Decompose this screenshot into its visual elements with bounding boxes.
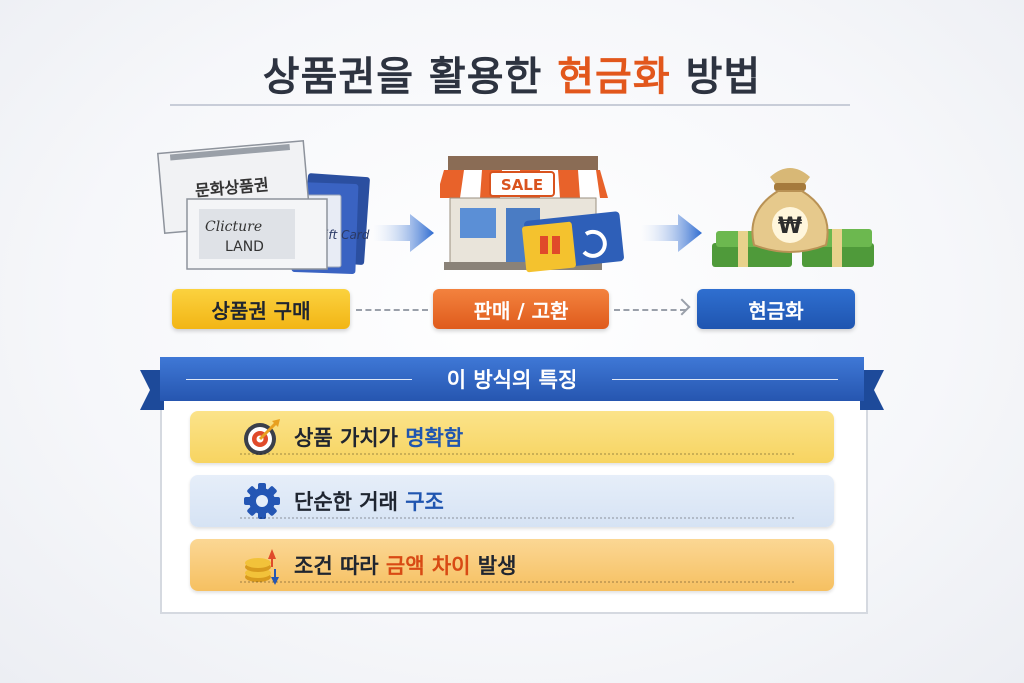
ribbon-tail-left [140,370,164,410]
feature-text-suffix: 발생 [470,554,517,578]
feature-item-amount-difference: 조건 따라 금액 차이 발생 [190,539,834,591]
gear-icon [244,483,280,519]
title-part1: 상품권을 활용한 [262,54,558,100]
coins-exchange-icon [245,549,279,585]
dashed-connector-2 [614,309,686,311]
flow-arrow-2 [640,214,702,252]
features-heading: 이 방식의 특징 [446,368,578,392]
step-cash-out: 현금화 [697,289,855,329]
money-bag-illustration: ₩ [712,168,874,267]
title-part2: 방법 [670,54,762,100]
voucher-land-text: LAND [225,239,264,255]
feature-emphasis: 금액 차이 [385,554,471,578]
store-illustration: SALE [440,156,624,273]
card-text: ift Card [325,228,370,242]
feature-item-simple-structure: 단순한 거래 구조 [190,475,834,527]
ribbon-line-left [186,379,412,380]
flow-arrow-1 [372,214,434,252]
feature-emphasis: 구조 [405,490,444,514]
dotted-divider [240,581,794,583]
dashed-connector-1 [356,309,428,311]
store-sign: SALE [501,176,543,194]
ribbon-line-right [612,379,838,380]
page-title: 상품권을 활용한 현금화 방법 [0,44,1024,102]
dotted-divider [240,453,794,455]
gift-card-exchange [522,211,624,273]
feature-text: 단순한 거래 [294,490,406,514]
gift-voucher-illustration: ift Card 문화상품권 Clicture LAND [156,139,370,274]
feature-text: 조건 따라 [294,554,386,578]
cash-stacks [712,229,874,267]
target-icon [244,419,280,455]
step-sell-exchange: 판매 / 고환 [433,289,609,329]
feature-item-clear-value: 상품 가치가 명확함 [190,411,834,463]
feature-emphasis: 명확함 [405,426,464,450]
title-divider [170,104,850,106]
connector-arrowhead [673,298,691,316]
ribbon-tail-right [860,370,884,410]
feature-text: 상품 가치가 [294,426,406,450]
dotted-divider [240,517,794,519]
money-bag: ₩ [751,168,829,253]
won-symbol: ₩ [778,214,802,239]
title-highlight: 현금화 [557,54,671,100]
voucher-brand-text: Clicture [205,219,262,235]
land-voucher: Clicture LAND [186,198,328,270]
step-buy: 상품권 구매 [172,289,350,329]
